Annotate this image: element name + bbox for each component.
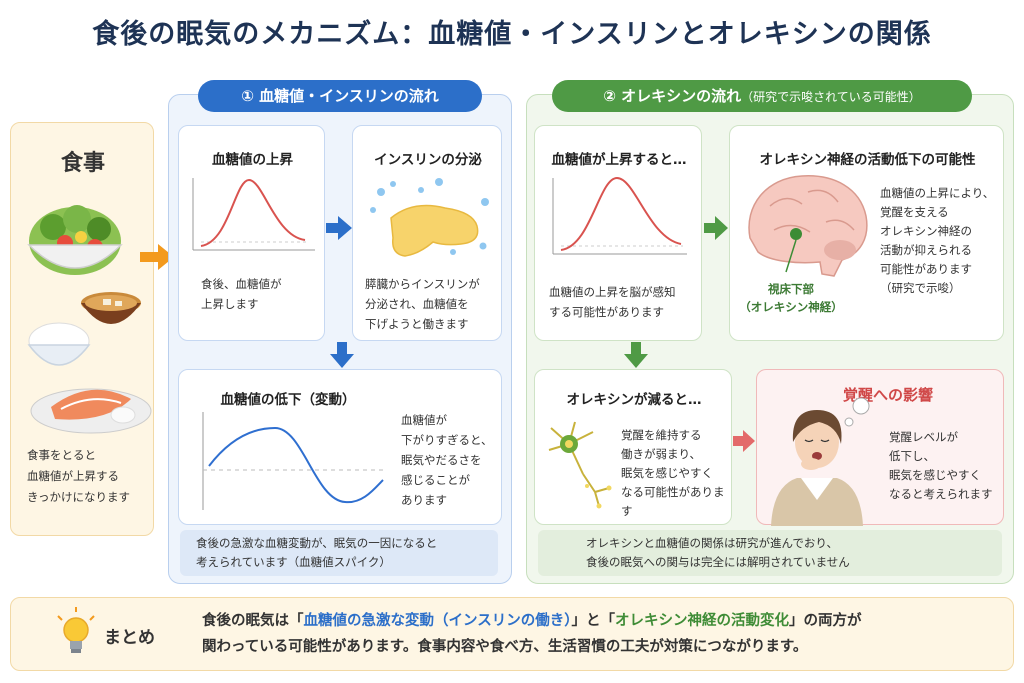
section-glucose-insulin-title: ① 血糖値・インスリンの流れ (198, 80, 482, 112)
summary-highlight-orexin: オレキシン神経の活動変化 (614, 613, 789, 629)
summary-text-part1: 食後の眠気は「 (202, 613, 304, 629)
summary-label: まとめ (104, 628, 155, 648)
card-orexin-decrease-text: 覚醒を維持する 働きが弱まり、 眠気を感じやすく なる可能性があります (621, 428, 725, 518)
page-title: 食後の眠気のメカニズム：血糖値・インスリンとオレキシンの関係 (92, 19, 932, 50)
card-orexin-neuron: オレキシン神経の活動低下の可能性 視床下部 （オレキシン神経） 血糖値の上昇によ… (729, 125, 1004, 341)
brain-label: 視床下部 （オレキシン神経） (739, 282, 843, 314)
arrow-down-icon (624, 342, 648, 368)
card-wakefulness-effect-text: 覚醒レベルが 低下し、 眠気を感じやすく なると考えられます (889, 430, 993, 501)
card-glucose-drop-text: 血糖値が 下がりすぎると、 眠気やだるさを 感じることが あります (401, 413, 493, 507)
section2-note-panel (538, 530, 1002, 576)
card-glucose-rise: 血糖値の上昇 食後、血糖値が 上昇します (178, 125, 325, 341)
card-orexin-neuron-title: オレキシン神経の活動低下の可能性 (759, 152, 976, 168)
card-glucose-rise-text: 食後、血糖値が 上昇します (201, 277, 282, 311)
card-brain-sense-title: 血糖値が上昇すると… (551, 152, 687, 168)
card-wakefulness-effect: 覚醒への影響 覚醒レベルが 低下し、 眠気を感じやすく なると考えられます (756, 369, 1004, 526)
lightbulb-icon (57, 607, 95, 653)
summary-text-part3: 」の両方が (788, 613, 862, 629)
section1-note-panel (180, 530, 498, 576)
section-orexin-title-sub: （研究で示唆されている可能性） (741, 90, 921, 104)
arrow-right-icon (704, 216, 728, 240)
glucose-rise-curve (552, 176, 687, 255)
section-orexin-title: ② オレキシンの流れ（研究で示唆されている可能性） (552, 80, 972, 112)
brain-icon (748, 175, 868, 277)
summary-text: 食後の眠気は「血糖値の急激な変動（インスリンの働き）」と「オレキシン神経の活動変… (202, 608, 1002, 660)
card-orexin-neuron-text: 血糖値の上昇により、 覚醒を支える オレキシン神経の 活動が抑えられる 可能性が… (880, 186, 995, 295)
arrow-down-icon (330, 342, 354, 368)
neuron-icon (548, 421, 612, 509)
meal-illustration (27, 205, 152, 434)
section1-note: 食後の急激な血糖変動が、眠気の一因になると 考えられています（血糖値スパイク） (196, 536, 438, 569)
card-orexin-decrease-title: オレキシンが減ると… (566, 392, 702, 408)
card-insulin: インスリンの分泌 膵臓からインスリンが 分泌され、血糖値を 下げようと働きます (352, 125, 502, 341)
card-glucose-drop-title: 血糖値の低下（変動） (220, 392, 356, 408)
summary-text-part4: 関わっている可能性があります。食事内容や食べ方、生活習慣の工夫が対策につながりま… (202, 639, 808, 655)
summary-panel (10, 597, 1014, 671)
meal-panel: 食事 食事をとると 血糖値が上昇する きっかけになります (10, 122, 154, 536)
section-orexin-title-main: ② オレキシンの流れ (603, 87, 742, 105)
pancreas-icon (370, 178, 489, 257)
section2-note: オレキシンと血糖値の関係は研究が進んでおり、 食後の眠気への関与は完全には解明さ… (586, 536, 850, 569)
arrow-right-icon (733, 430, 755, 452)
glucose-rise-curve (192, 178, 315, 251)
meal-description: 食事をとると 血糖値が上昇する きっかけになります (27, 448, 131, 504)
card-orexin-decrease: オレキシンが減ると… 覚醒を維持する 働きが弱まり、 眠気を感じやすく なる可能… (534, 369, 732, 525)
glucose-fluctuation-curve (202, 412, 387, 510)
summary-highlight-insulin: 血糖値の急激な変動（インスリンの働き） (303, 613, 572, 629)
card-brain-sense: 血糖値が上昇すると… 血糖値の上昇を脳が感知 する可能性があります (534, 125, 702, 341)
arrow-right-icon (140, 244, 174, 270)
arrow-right-icon (326, 216, 352, 240)
card-glucose-drop: 血糖値の低下（変動） 血糖値が 下がりすぎると、 眠気やだるさを 感じることが … (178, 369, 502, 525)
card-insulin-text: 膵臓からインスリンが 分泌され、血糖値を 下げようと働きます (365, 277, 480, 331)
drowsy-person-icon (771, 397, 870, 526)
meal-title: 食事 (60, 151, 105, 176)
card-insulin-title: インスリンの分泌 (374, 152, 482, 168)
summary-text-part2: 」と「 (571, 613, 615, 629)
card-brain-sense-text: 血糖値の上昇を脳が感知 する可能性があります (549, 285, 676, 319)
card-glucose-rise-title: 血糖値の上昇 (212, 152, 293, 168)
